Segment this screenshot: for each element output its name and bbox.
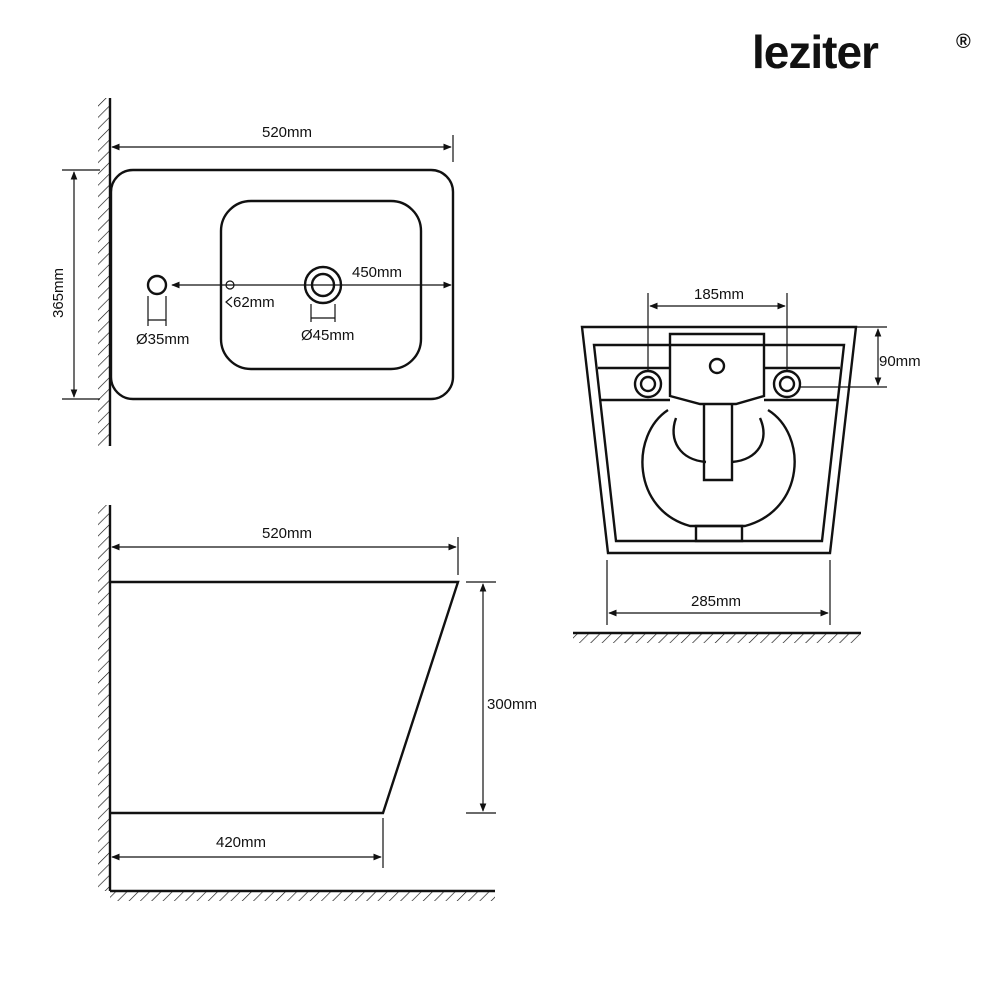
side-view: 520mm 300mm 420mm	[98, 505, 537, 901]
fixing-hole-small	[146, 274, 168, 296]
rear-inner-frame	[592, 343, 846, 543]
top-width-label: 520mm	[262, 124, 312, 141]
small-hole-label: Ø35mm	[136, 331, 189, 348]
rear-hole-height-label: 90mm	[879, 353, 921, 370]
wall-hatch-top	[98, 98, 110, 446]
top-view: 520mm 365mm 450mm Ø35mm 62mm Ø45mm	[50, 98, 455, 446]
top-depth-label: 365mm	[50, 268, 67, 318]
floor-hatch-side	[110, 891, 495, 901]
svg-text:®: ®	[956, 31, 971, 53]
floor-hatch-rear	[573, 633, 861, 643]
rear-mount-hole-right-inner	[778, 375, 796, 393]
side-top-width-label: 520mm	[262, 525, 312, 542]
rear-outlet-bowl	[641, 408, 796, 528]
rear-top-block	[668, 332, 766, 406]
wall-hatch-side	[98, 505, 110, 891]
rear-outlet-pipe	[702, 404, 734, 482]
side-bottom-width-label: 420mm	[216, 834, 266, 851]
brand-logo: leziter ®	[752, 26, 971, 78]
svg-text:leziter: leziter	[752, 26, 879, 78]
rear-body-outline	[580, 325, 858, 555]
rear-view: 185mm 90mm 285mm	[573, 286, 921, 643]
rear-mount-hole-left-outer	[633, 369, 663, 399]
bowl-profile-side	[111, 580, 460, 815]
inner-length-label: 450mm	[352, 264, 402, 281]
rear-bottom-tab	[694, 524, 744, 543]
rear-mount-hole-right-outer	[772, 369, 802, 399]
tiny-hole-label: 62mm	[233, 294, 275, 311]
rear-top-hole	[708, 357, 726, 375]
bowl-outline-top	[109, 168, 455, 401]
rear-base-width-label: 285mm	[691, 593, 741, 610]
outlet-label: Ø45mm	[301, 327, 354, 344]
rear-mount-hole-left-inner	[639, 375, 657, 393]
rear-hole-spacing-label: 185mm	[694, 286, 744, 303]
side-height-label: 300mm	[487, 696, 537, 713]
